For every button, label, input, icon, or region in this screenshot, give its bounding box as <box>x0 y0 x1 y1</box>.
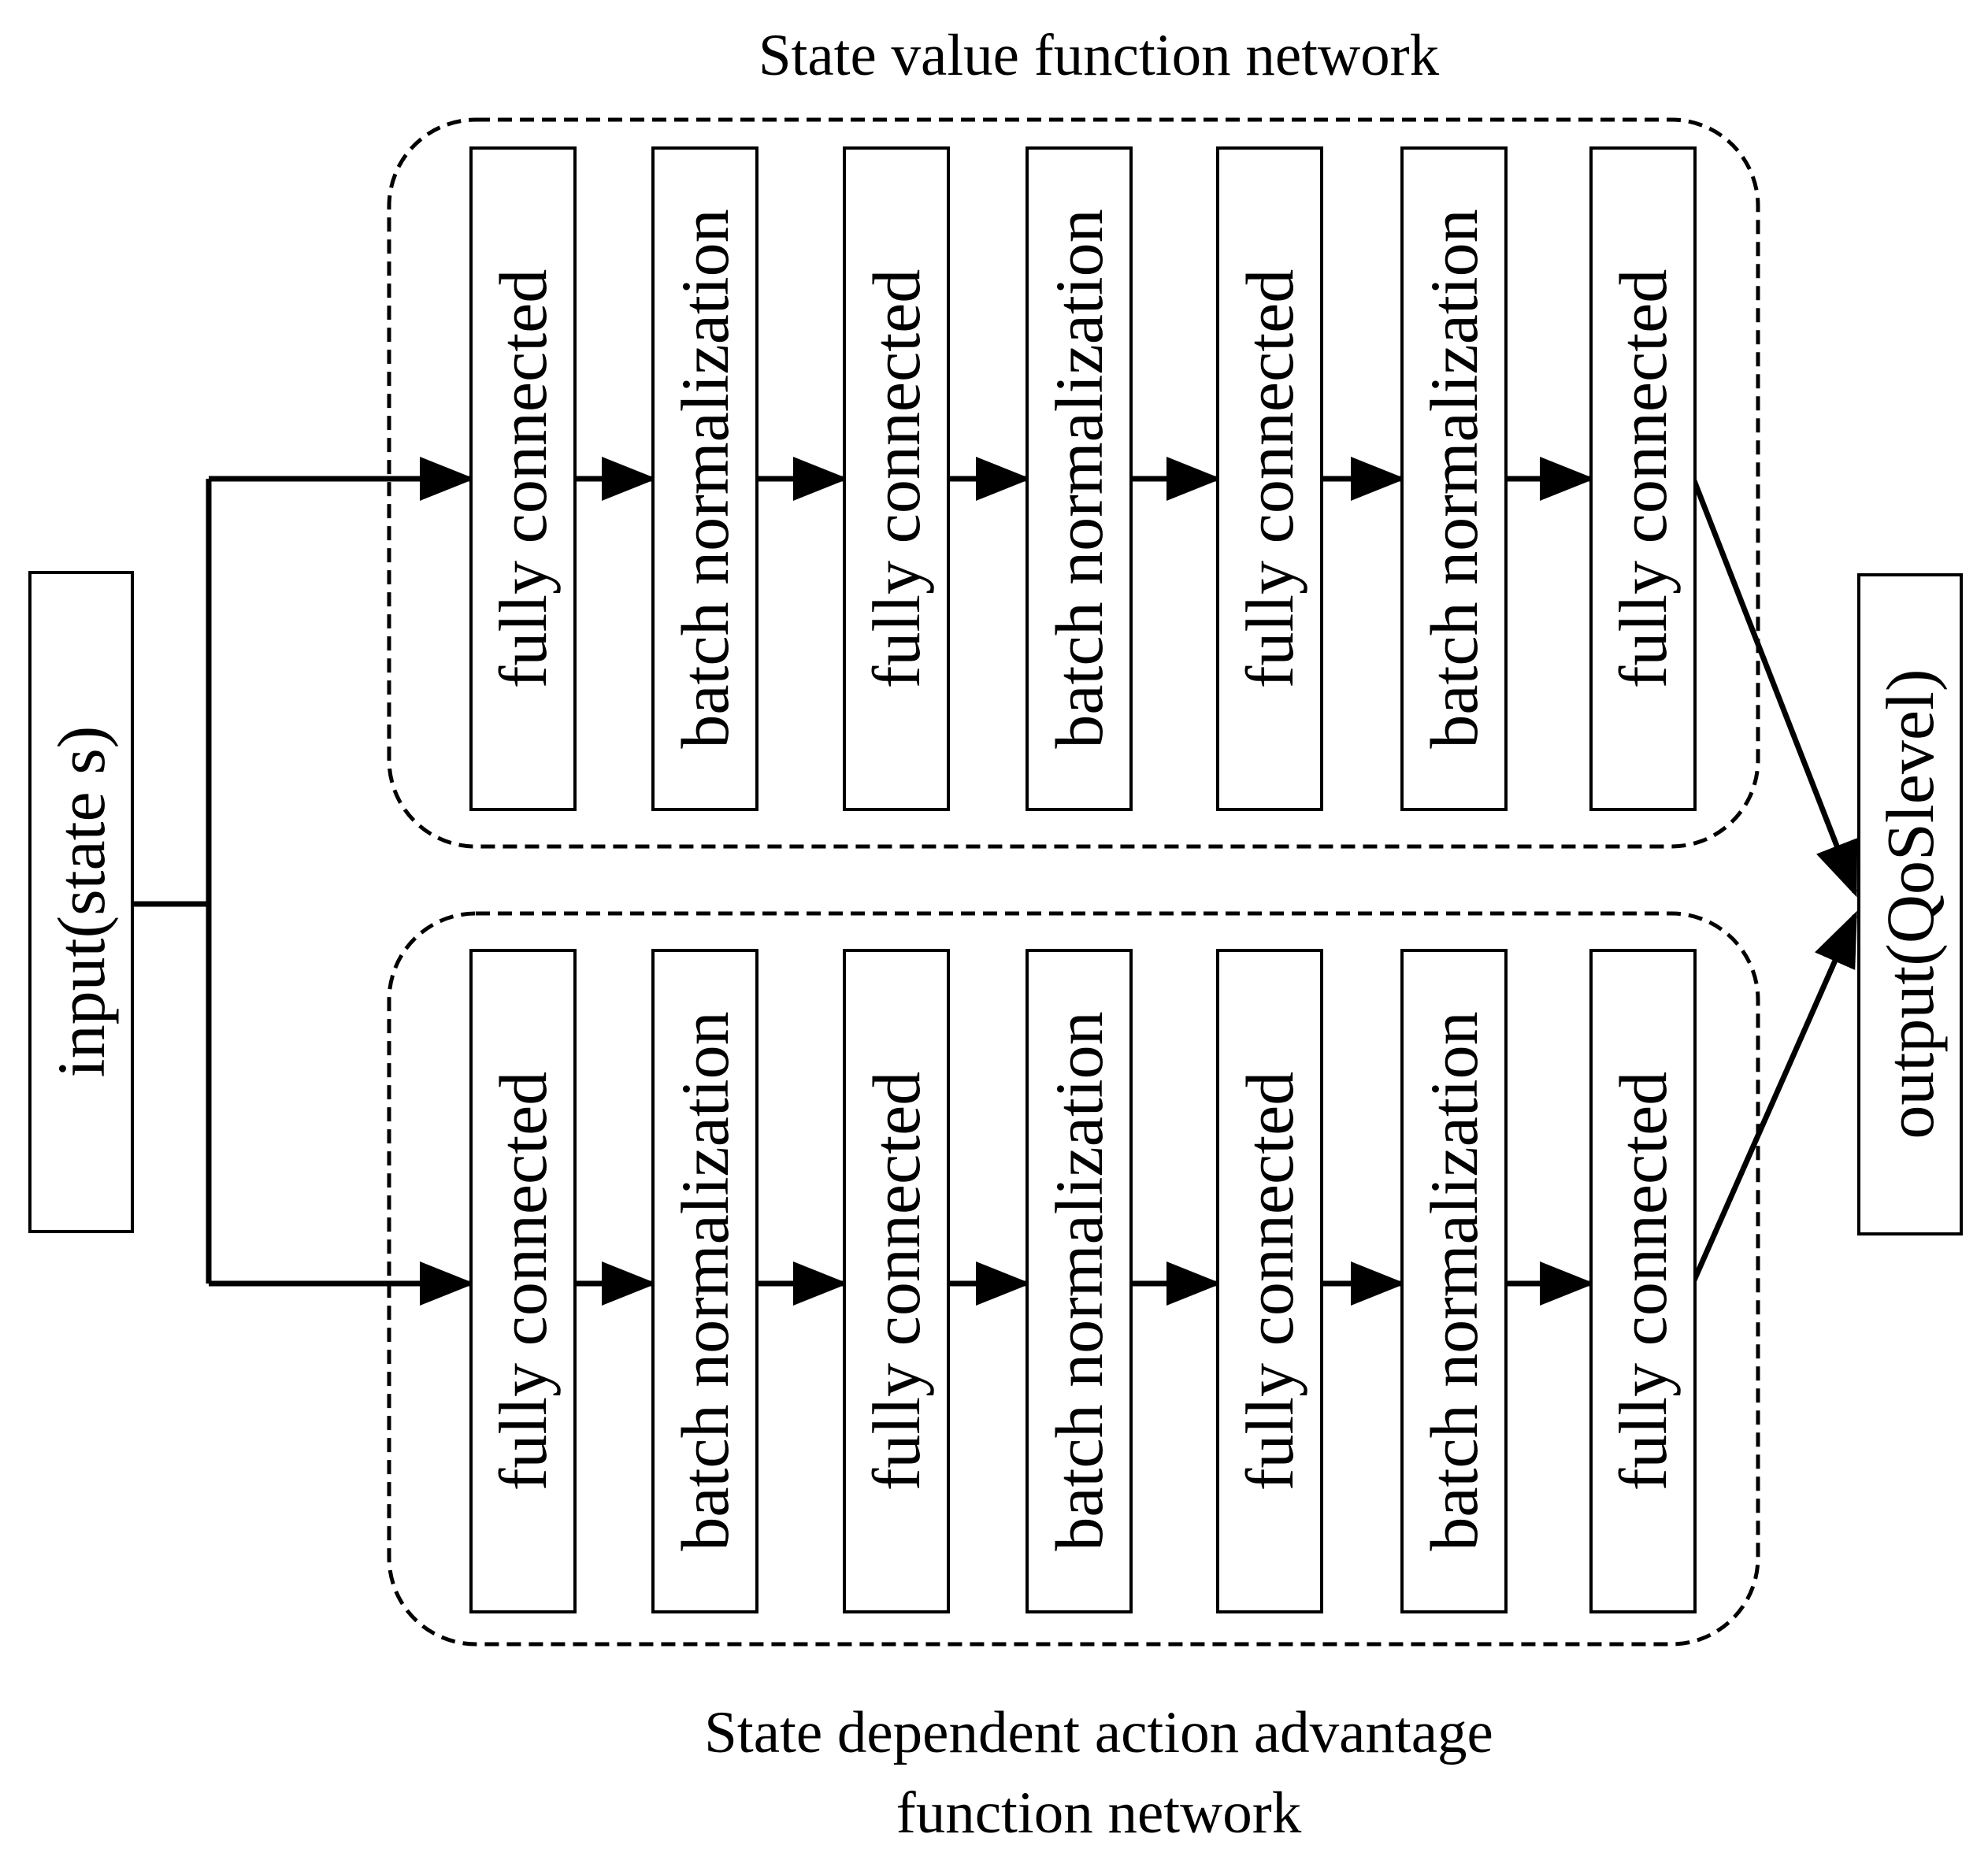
bottom-layer-box-7 <box>1589 949 1697 1613</box>
bottom-layer-label-3: fully connected <box>859 1072 934 1491</box>
top-network-group <box>387 117 1760 849</box>
bottom-layer-box-2 <box>651 949 758 1613</box>
arrow-top-network-to-output <box>1690 477 1858 898</box>
input-branch-connector <box>132 479 212 1284</box>
top-network-layers: fully connected batch normalization fully … <box>469 146 1697 811</box>
bottom-layer-label-2: batch normalization <box>667 1011 743 1550</box>
bottom-network-title-line1: State dependent action advantage <box>704 1700 1493 1765</box>
top-layer-box-3 <box>843 146 950 811</box>
input-label: input(state s) <box>43 726 119 1078</box>
top-layer-box-4 <box>1026 146 1133 811</box>
top-layer-label-6: batch normalization <box>1416 209 1492 748</box>
top-layer-label-1: fully connected <box>485 269 561 689</box>
arrow-bottom-network-to-output <box>1690 910 1858 1284</box>
top-layer-label-4: batch normalization <box>1041 209 1117 748</box>
top-layer-box-7 <box>1589 146 1697 811</box>
bottom-layer-label-4: batch normalization <box>1041 1011 1117 1550</box>
top-layer-label-2: batch normalization <box>667 209 743 748</box>
top-layer-box-5 <box>1216 146 1323 811</box>
bottom-layer-label-5: fully connected <box>1232 1072 1307 1491</box>
top-layer-box-6 <box>1400 146 1508 811</box>
output-label: output(QoSlevel) <box>1872 669 1948 1139</box>
bottom-layer-label-6: batch normalization <box>1416 1011 1492 1550</box>
top-network-title: State value function network <box>758 23 1440 88</box>
top-layer-label-3: fully connected <box>859 269 934 689</box>
input-box <box>28 571 134 1233</box>
output-box <box>1857 573 1963 1235</box>
bottom-network-layers: fully connected batch normalization fully … <box>469 949 1697 1613</box>
bottom-layer-box-5 <box>1216 949 1323 1613</box>
top-layer-box-2 <box>651 146 758 811</box>
bottom-layer-box-1 <box>469 949 577 1613</box>
bottom-layer-box-6 <box>1400 949 1508 1613</box>
bottom-layer-label-1: fully connected <box>485 1072 561 1491</box>
bottom-layer-label-7: fully connected <box>1605 1072 1681 1491</box>
top-layer-box-1 <box>469 146 577 811</box>
bottom-layer-box-3 <box>843 949 950 1613</box>
top-layer-label-5: fully connected <box>1232 269 1307 689</box>
top-layer-label-7: fully connected <box>1605 269 1681 689</box>
bottom-network-title-line2: function network <box>896 1780 1302 1846</box>
bottom-layer-box-4 <box>1026 949 1133 1613</box>
bottom-network-group <box>387 911 1760 1647</box>
